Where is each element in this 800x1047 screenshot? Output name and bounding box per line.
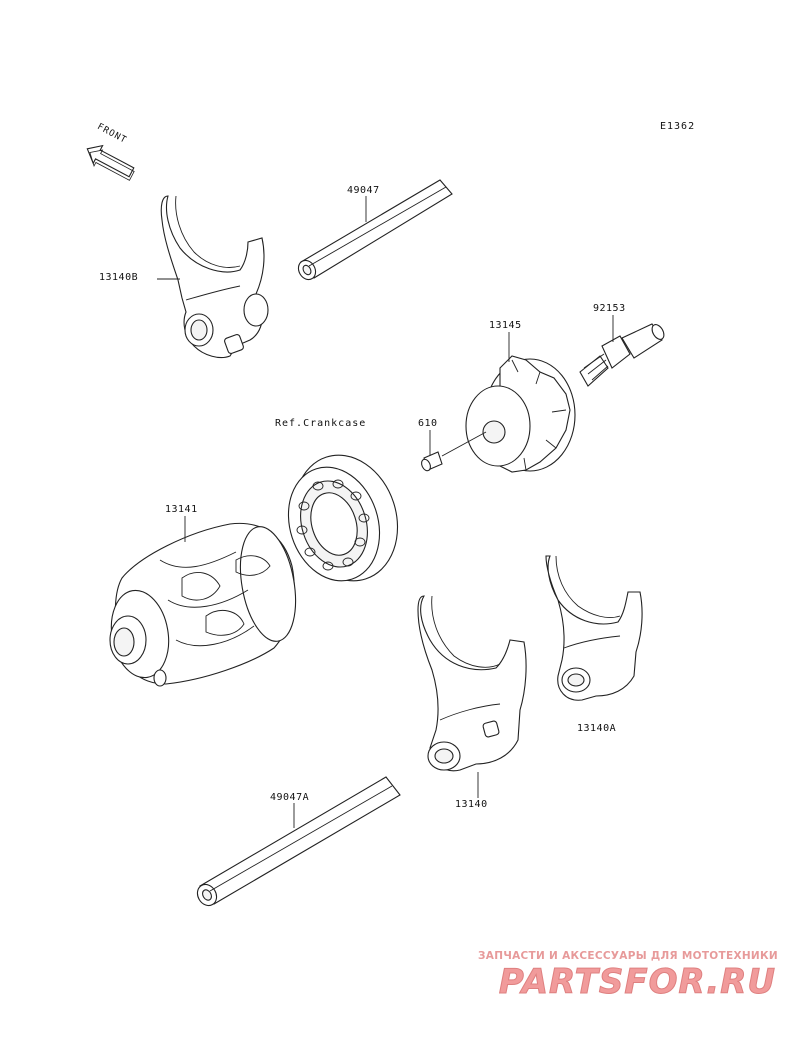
part-label-92153[interactable]: 92153 <box>593 303 626 314</box>
part-label-13141[interactable]: 13141 <box>165 504 198 515</box>
part-label-49047a[interactable]: 49047A <box>270 792 310 803</box>
shift-drum-cam-13145-icon <box>465 355 576 473</box>
front-arrow-icon <box>86 144 135 181</box>
part-label-610[interactable]: 610 <box>418 418 438 429</box>
pin-610-icon <box>421 431 487 472</box>
watermark-tagline: ЗАПЧАСТИ И АКСЕССУАРЫ ДЛЯ МОТОТЕХНИКИ <box>478 950 778 962</box>
bearing-icon <box>287 454 399 582</box>
watermark-logo: PARTSFOR.RU <box>498 962 776 1003</box>
part-label-49047[interactable]: 49047 <box>347 185 380 196</box>
shaft-49047-icon <box>297 179 453 281</box>
leader-lines <box>157 196 614 828</box>
reference-crankcase-label: Ref.Crankcase <box>275 418 367 429</box>
part-label-13145[interactable]: 13145 <box>489 320 522 331</box>
shift-drum-13141-icon <box>109 522 297 687</box>
part-label-13140b[interactable]: 13140B <box>99 272 139 283</box>
part-label-13140[interactable]: 13140 <box>455 799 488 810</box>
bolt-92153-icon <box>579 323 665 387</box>
shift-fork-13140a-icon <box>545 555 643 701</box>
part-label-13140a[interactable]: 13140A <box>577 723 617 734</box>
shift-fork-13140b-icon <box>160 195 269 359</box>
diagram-code: E1362 <box>660 121 696 132</box>
shift-fork-13140-icon <box>417 595 527 772</box>
shaft-49047a-icon <box>196 776 401 907</box>
